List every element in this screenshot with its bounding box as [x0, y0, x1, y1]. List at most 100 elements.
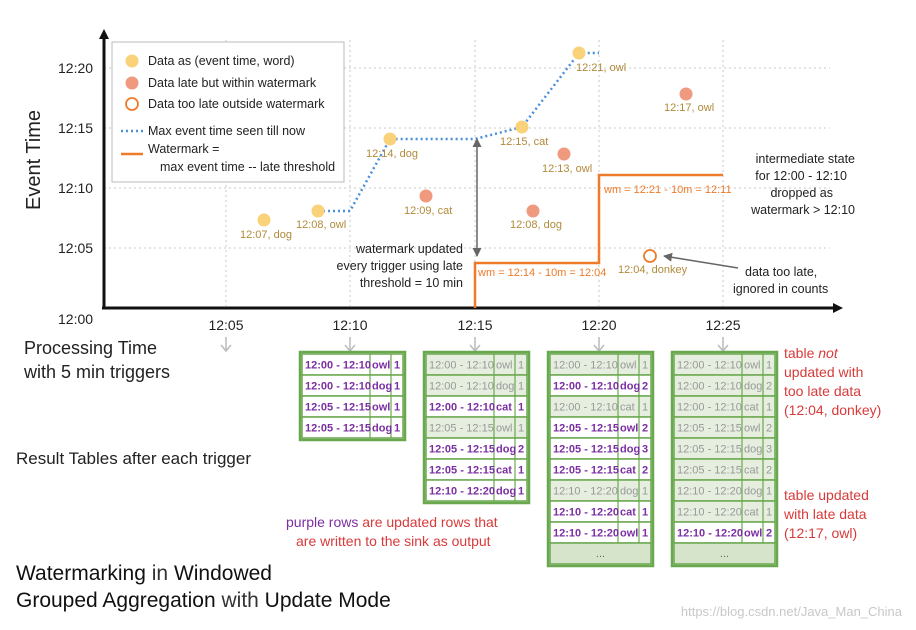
table-cell: 12:00 - 12:10: [429, 360, 494, 372]
table-cell: 1: [642, 486, 648, 498]
table-cell: 1: [642, 507, 648, 519]
table-cell: 1: [518, 402, 524, 414]
table-cell: cat: [620, 402, 635, 414]
watermark-label-1: wm = 12:14 - 10m = 12:04: [477, 267, 606, 279]
table-cell: 1: [394, 423, 400, 435]
table-cell: 1: [518, 423, 524, 435]
point-label: 12:14, dog: [366, 148, 418, 160]
table-cell: 12:00 - 12:10: [429, 402, 495, 414]
table-cell: 12:05 - 12:15: [553, 423, 619, 435]
table-cell: 1: [766, 507, 772, 519]
note-table-not-updated: table not updated with too late data (12…: [784, 345, 881, 418]
late-data-point: [557, 147, 571, 161]
table-cell: dog: [496, 381, 514, 393]
site-watermark: https://blog.csdn.net/Java_Man_China: [681, 604, 903, 619]
svg-text:with late data: with late data: [783, 506, 867, 522]
table-cell: cat: [620, 507, 636, 519]
table-cell: dog: [496, 486, 516, 498]
table-cell: 12:10 - 12:20: [553, 528, 619, 540]
table-cell: 3: [642, 444, 648, 456]
table-cell: 12:05 - 12:15: [677, 423, 742, 435]
table-cell: dog: [744, 486, 762, 498]
table-cell: owl: [620, 528, 638, 540]
table-cell: 1: [642, 402, 648, 414]
point-label: 12:13, owl: [542, 163, 592, 175]
table-cell: 12:10 - 12:20: [677, 528, 743, 540]
table-cell: cat: [744, 402, 759, 414]
table-cell: 12:05 - 12:15: [305, 402, 371, 414]
svg-text:too late data: too late data: [784, 383, 861, 399]
table-cell: owl: [496, 360, 513, 372]
table-cell: 12:10 - 12:20: [553, 486, 618, 498]
legend-data-marker: [125, 54, 139, 68]
table-cell: 12:05 - 12:15: [305, 423, 371, 435]
watermark-line: [473, 173, 723, 308]
svg-text:watermark updated: watermark updated: [355, 242, 463, 256]
too-late-data-point: [643, 249, 657, 263]
watermark-label-2: wm = 12:21 - 10m = 12:11: [603, 184, 732, 196]
table-cell: dog: [496, 444, 516, 456]
svg-text:every trigger using late: every trigger using late: [337, 259, 464, 273]
table-cell: 1: [518, 360, 524, 372]
table-cell: owl: [744, 423, 761, 435]
table-cell: dog: [744, 444, 762, 456]
table-cell: cat: [620, 465, 636, 477]
point-label: 12:09, cat: [404, 205, 452, 217]
table-cell: owl: [496, 423, 513, 435]
table-cell: 1: [394, 381, 400, 393]
table-cell: 12:00 - 12:10: [429, 381, 494, 393]
table-cell: 12:05 - 12:15: [429, 423, 494, 435]
table-cell: 12:00 - 12:10: [553, 402, 618, 414]
x-ticks: 12:05 12:10 12:15 12:20 12:25: [208, 317, 740, 333]
data-point: [383, 132, 397, 146]
purple-rows-note-line2: are written to the sink as output: [296, 533, 491, 549]
table-cell: 12:05 - 12:15: [677, 444, 742, 456]
x-tick: 12:15: [457, 317, 492, 333]
table-cell: 2: [642, 465, 648, 477]
x-axis-title-line1: Processing Time: [24, 338, 157, 358]
y-axis-title: Event Time: [23, 110, 45, 210]
title-line1: Watermarking in Windowed: [16, 562, 272, 585]
table-cell: cat: [496, 402, 512, 414]
table-cell: dog: [620, 381, 640, 393]
y-tick: 12:00: [58, 311, 93, 327]
table-cell: 12:10 - 12:20: [677, 507, 742, 519]
data-point: [515, 120, 529, 134]
point-label: 12:04, donkey: [618, 264, 688, 276]
data-points: 12:07, dog 12:08, owl 12:14, dog 12:15, …: [240, 46, 714, 276]
table-cell: dog: [744, 381, 762, 393]
y-tick: 12:05: [58, 240, 93, 256]
legend-too-late-marker: [125, 97, 139, 111]
data-point: [257, 213, 271, 227]
x-tick: 12:10: [332, 317, 367, 333]
table-cell: 2: [766, 381, 772, 393]
note-watermark-updated: watermark updated every trigger using la…: [337, 242, 464, 290]
legend-late-marker: [125, 76, 139, 90]
table-row-more: ...: [673, 542, 776, 565]
table-cell: 12:00 - 12:10: [553, 381, 619, 393]
late-data-point: [526, 204, 540, 218]
table-cell: 3: [766, 444, 772, 456]
table-cell: dog: [372, 423, 392, 435]
table-cell: 12:05 - 12:15: [429, 465, 495, 477]
table-cell: dog: [620, 444, 640, 456]
table-cell: 12:00 - 12:10: [677, 360, 742, 372]
table-cell: 12:05 - 12:15: [429, 444, 495, 456]
table-cell: 2: [766, 465, 772, 477]
table-cell: 12:05 - 12:15: [553, 444, 619, 456]
table-cell: owl: [620, 360, 637, 372]
table-cell: 1: [766, 402, 772, 414]
